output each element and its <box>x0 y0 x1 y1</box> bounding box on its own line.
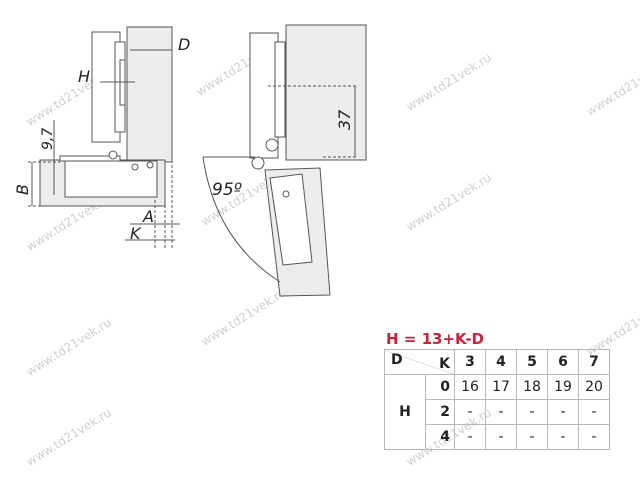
k-cell: 4 <box>425 424 455 450</box>
table-row: H 0 16 17 18 19 20 <box>384 374 610 450</box>
value-cell: 19 <box>547 374 579 400</box>
value-cell: - <box>516 424 548 450</box>
spec-table: D K 3 4 5 6 7 H 0 16 17 18 19 20 2 - - -… <box>384 349 610 450</box>
label-a: A <box>142 207 154 226</box>
col-header: 3 <box>454 349 486 375</box>
col-header: 5 <box>516 349 548 375</box>
label-b: B <box>13 184 32 195</box>
value-cell: 17 <box>485 374 517 400</box>
col-header: 6 <box>547 349 579 375</box>
table-row: 4 - - - - - <box>385 424 610 450</box>
row-header-h: H <box>384 374 426 450</box>
formula: H = 13+K-D <box>386 330 485 348</box>
value-cell: - <box>547 399 579 425</box>
label-9-7: 9,7 <box>40 128 56 150</box>
label-angle: 95º <box>212 180 242 200</box>
value-cell: - <box>578 424 610 450</box>
label-37: 37 <box>335 109 354 130</box>
value-cell: 18 <box>516 374 548 400</box>
k-cell: 0 <box>425 374 455 400</box>
value-cell: - <box>485 399 517 425</box>
hinge-open-drawing <box>202 24 367 297</box>
table-row: 2 - - - - - <box>385 399 610 425</box>
corner-cell: D K <box>384 349 455 375</box>
col-header: 7 <box>578 349 610 375</box>
label-k: K <box>130 224 142 243</box>
value-cell: - <box>454 424 486 450</box>
corner-k: K <box>439 356 450 372</box>
col-header: 4 <box>485 349 517 375</box>
k-cell: 2 <box>425 399 455 425</box>
value-cell: - <box>454 399 486 425</box>
value-cell: - <box>578 399 610 425</box>
hinge-closed-drawing <box>28 26 180 250</box>
corner-d: D <box>391 352 403 368</box>
value-cell: 16 <box>454 374 486 400</box>
label-d: D <box>178 35 190 54</box>
value-cell: 20 <box>578 374 610 400</box>
value-cell: - <box>485 424 517 450</box>
value-cell: - <box>516 399 548 425</box>
value-cell: - <box>547 424 579 450</box>
label-h: H <box>78 67 90 86</box>
